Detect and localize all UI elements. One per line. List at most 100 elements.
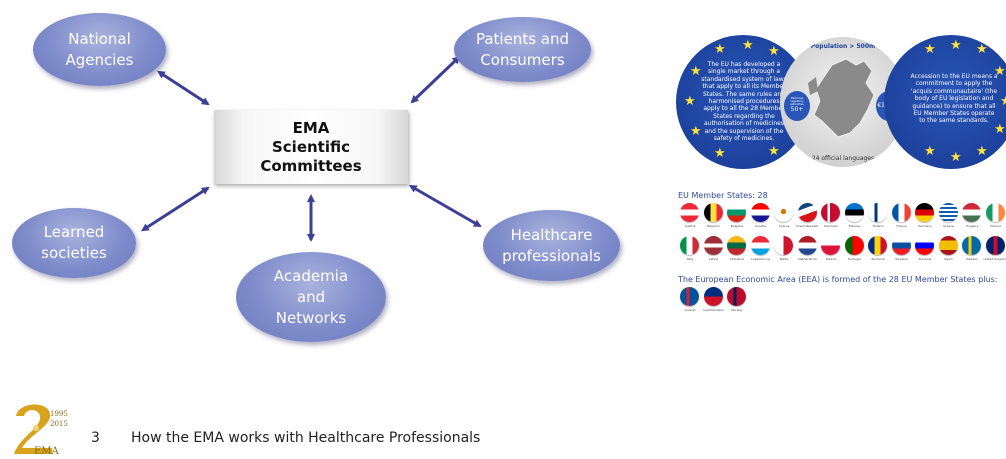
flag-norway xyxy=(727,287,746,306)
star-icon: ★ xyxy=(714,146,726,161)
flag-italy xyxy=(680,236,699,255)
eu-infographic: ★ ★ ★ ★ ★ ★ ★ ★ The EU has developed a s… xyxy=(676,35,1006,177)
flag-estonia xyxy=(844,203,864,222)
flag-label: Finland xyxy=(872,224,884,228)
eu-right-disc-text: Accession to the EU means a commitment t… xyxy=(910,73,998,125)
flag-spain xyxy=(938,236,958,255)
star-icon: ★ xyxy=(924,144,936,159)
flag-label: Slovenia xyxy=(918,257,932,261)
flag-label: Norway xyxy=(731,308,743,312)
flag-label: Czech Republic xyxy=(796,224,819,228)
star-icon: ★ xyxy=(950,150,962,165)
star-icon: ★ xyxy=(768,44,780,59)
flag-liechtenstein xyxy=(703,287,723,306)
arrow-national-agencies xyxy=(156,70,210,106)
flag-label: Romania xyxy=(871,257,885,261)
left-badge: Medicines regulatory authorities 50+ xyxy=(784,91,810,121)
star-icon: ★ xyxy=(1000,94,1006,109)
center-line-1: EMA xyxy=(292,118,330,137)
flag-label: Poland xyxy=(825,257,836,261)
flag-label: Cyprus xyxy=(778,224,790,228)
eu-right-disc: ★ ★ ★ ★ ★ ★ ★ ★ ★ Accession to the EU me… xyxy=(884,35,1006,169)
eu-left-disc: ★ ★ ★ ★ ★ ★ ★ ★ The EU has developed a s… xyxy=(676,35,810,169)
flag-slovenia xyxy=(915,236,934,255)
flag-lithuania xyxy=(727,236,746,255)
flag-iceland xyxy=(680,287,699,306)
flag-united-kingdom xyxy=(985,236,1005,255)
flag-ireland xyxy=(985,203,1005,222)
star-icon: ★ xyxy=(690,64,702,79)
flag-label: Austria xyxy=(684,224,696,228)
arrow-healthcare xyxy=(408,185,482,228)
flag-hungary xyxy=(962,203,981,222)
eu-left-disc-text: The EU has developed a single market thr… xyxy=(701,61,787,143)
eu-map-disc: Population > 500m 24 official languages … xyxy=(780,37,906,167)
flag-greece xyxy=(938,203,958,222)
flag-label: Greece xyxy=(943,224,954,228)
flag-label: Slovakia xyxy=(895,257,908,261)
flag-bulgaria xyxy=(727,203,746,222)
flag-netherlands xyxy=(797,236,817,255)
star-icon: ★ xyxy=(768,144,780,159)
flag-label: Hungary xyxy=(965,224,979,228)
flag-luxembourg xyxy=(750,236,770,255)
flag-label: Malta xyxy=(779,257,789,261)
flag-finland xyxy=(868,203,887,222)
star-icon: ★ xyxy=(684,94,696,109)
flag-france xyxy=(891,203,911,222)
member-states-title: EU Member States: 28 xyxy=(678,191,768,200)
slide-number: 3 xyxy=(91,430,100,446)
center-line-2: Scientific xyxy=(271,137,350,156)
center-line-3: Committees xyxy=(260,156,362,175)
languages-label: 24 official languages xyxy=(811,155,875,162)
flag-label: Latvia xyxy=(708,257,719,261)
flag-label: Liechtenstein xyxy=(703,308,724,312)
flag-label: France xyxy=(896,224,907,228)
star-icon: ★ xyxy=(994,64,1006,79)
flag-label: Portugal xyxy=(848,257,861,261)
flag-label: Italy xyxy=(686,257,694,261)
flag-romania xyxy=(868,236,887,255)
slide-title: How the EMA works with Healthcare Profes… xyxy=(131,430,481,446)
flag-germany xyxy=(915,203,934,222)
flag-label: United Kingdom xyxy=(983,257,1006,261)
europe-map-icon xyxy=(808,58,875,138)
star-icon: ★ xyxy=(742,38,754,53)
flag-label: Belgium xyxy=(707,224,720,228)
star-icon: ★ xyxy=(976,42,988,57)
flag-label: Estonia xyxy=(848,224,861,228)
eea-title: The European Economic Area (EEA) is form… xyxy=(678,275,998,284)
arrow-learned-societies xyxy=(140,186,210,232)
flag-czech-republic xyxy=(797,203,817,222)
star-icon: ★ xyxy=(994,122,1006,137)
flag-denmark xyxy=(821,203,840,222)
flag-austria xyxy=(680,203,699,222)
flag-sweden xyxy=(962,236,981,255)
ema-20-years-logo xyxy=(14,404,52,454)
center-ema-committees: EMA Scientific Committees xyxy=(214,110,408,184)
flag-label: Bulgaria xyxy=(730,224,744,228)
logo-year-top: 1995 xyxy=(50,410,68,418)
arrow-patients xyxy=(410,55,461,104)
flag-poland xyxy=(821,236,840,255)
logo-year-bottom: 2015 xyxy=(50,420,68,428)
flag-malta xyxy=(774,236,793,255)
flag-label: Germany xyxy=(918,224,932,228)
logo-text: EMA xyxy=(34,446,59,457)
flag-label: Luxembourg xyxy=(751,257,770,261)
population-label: Population > 500m xyxy=(810,43,876,50)
flag-slovakia xyxy=(891,236,911,255)
star-icon: ★ xyxy=(924,42,936,57)
star-icon: ★ xyxy=(950,38,962,53)
flag-latvia xyxy=(703,236,723,255)
flag-label: Lithuania xyxy=(730,257,744,261)
flag-portugal xyxy=(844,236,864,255)
flag-croatia xyxy=(750,203,770,222)
star-icon: ★ xyxy=(714,42,726,57)
flag-label: Ireland xyxy=(990,224,1001,228)
